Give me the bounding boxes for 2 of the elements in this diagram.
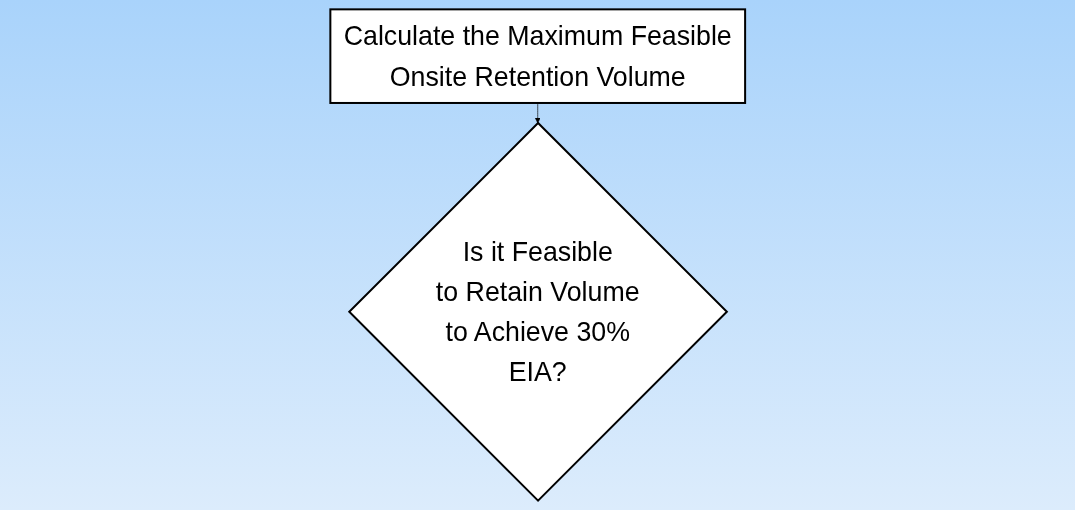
node-diamond: Is it Feasible to Retain Volume to Achieve 30% EIA? [347, 121, 729, 503]
node-box: Calculate the Maximum Feasible Onsite Retention Volume [329, 8, 746, 104]
